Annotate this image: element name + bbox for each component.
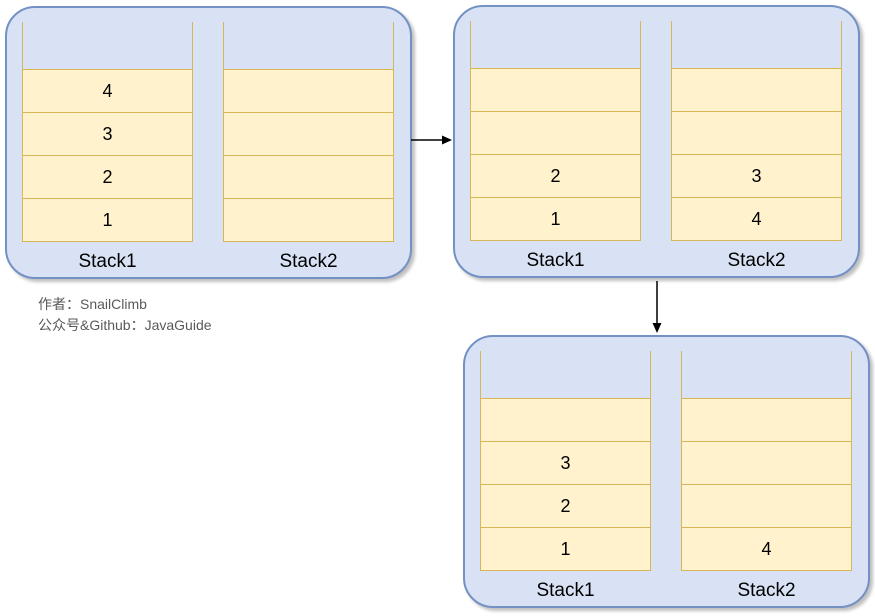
stack-cell	[224, 69, 393, 112]
watermark-github: 公众号&Github：JavaGuide	[38, 317, 212, 333]
stack-cell: 3	[23, 112, 192, 155]
stack-cell	[682, 398, 851, 441]
stack-cell	[224, 112, 393, 155]
stack-cell	[682, 484, 851, 527]
stack-label: Stack1	[536, 580, 595, 601]
stack-container-stack1: 4 3 2 1	[22, 22, 193, 242]
stack-state-panel-1: 4 3 2 1 Stack1 Stack2	[5, 6, 412, 279]
stack-cell	[672, 68, 841, 111]
stack-label: Stack1	[78, 251, 137, 272]
stack-cells: 2 1	[471, 68, 640, 241]
stack-cells: 3 2 1	[481, 398, 650, 571]
stack-label: Stack1	[526, 250, 585, 271]
stack-cell: 1	[23, 198, 192, 242]
stack-cell: 3	[672, 154, 841, 197]
stack-cells: 4 3 2 1	[23, 69, 192, 242]
stack-label: Stack2	[737, 580, 796, 601]
stack-cell: 3	[481, 441, 650, 484]
stack-container-stack2: 4	[681, 351, 852, 571]
stack-cell: 2	[471, 154, 640, 197]
stack-cell	[224, 198, 393, 242]
stack-cell	[682, 441, 851, 484]
stack-label: Stack2	[727, 250, 786, 271]
stack-cell: 1	[471, 197, 640, 241]
stack-cells	[224, 69, 393, 242]
stack-cells: 3 4	[672, 68, 841, 241]
stack-cell: 1	[481, 527, 650, 571]
stack-cell	[481, 398, 650, 441]
stack-container-stack2	[223, 22, 394, 242]
stack-container-stack2: 3 4	[671, 21, 842, 241]
connector-arrow-right-icon	[411, 130, 453, 150]
stack-container-stack1: 2 1	[470, 21, 641, 241]
stack-label: Stack2	[279, 251, 338, 272]
stack-cell: 4	[672, 197, 841, 241]
stack-cell: 4	[23, 69, 192, 112]
stack-cells: 4	[682, 398, 851, 571]
stack-cell: 4	[682, 527, 851, 571]
watermark: 作者：SnailClimb 公众号&Github：JavaGuide	[38, 294, 212, 336]
stack-cell	[471, 68, 640, 111]
stack-cell: 2	[23, 155, 192, 198]
stack-state-panel-3: 3 2 1 4 Stack1 Stack2	[463, 335, 870, 608]
stack-cell	[471, 111, 640, 154]
stack-state-panel-2: 2 1 3 4 Stack1 Stack2	[453, 5, 860, 278]
stack-cell	[672, 111, 841, 154]
stack-container-stack1: 3 2 1	[480, 351, 651, 571]
stack-cell: 2	[481, 484, 650, 527]
stack-cell	[224, 155, 393, 198]
connector-arrow-down-icon	[647, 281, 667, 334]
watermark-author: 作者：SnailClimb	[38, 296, 147, 312]
